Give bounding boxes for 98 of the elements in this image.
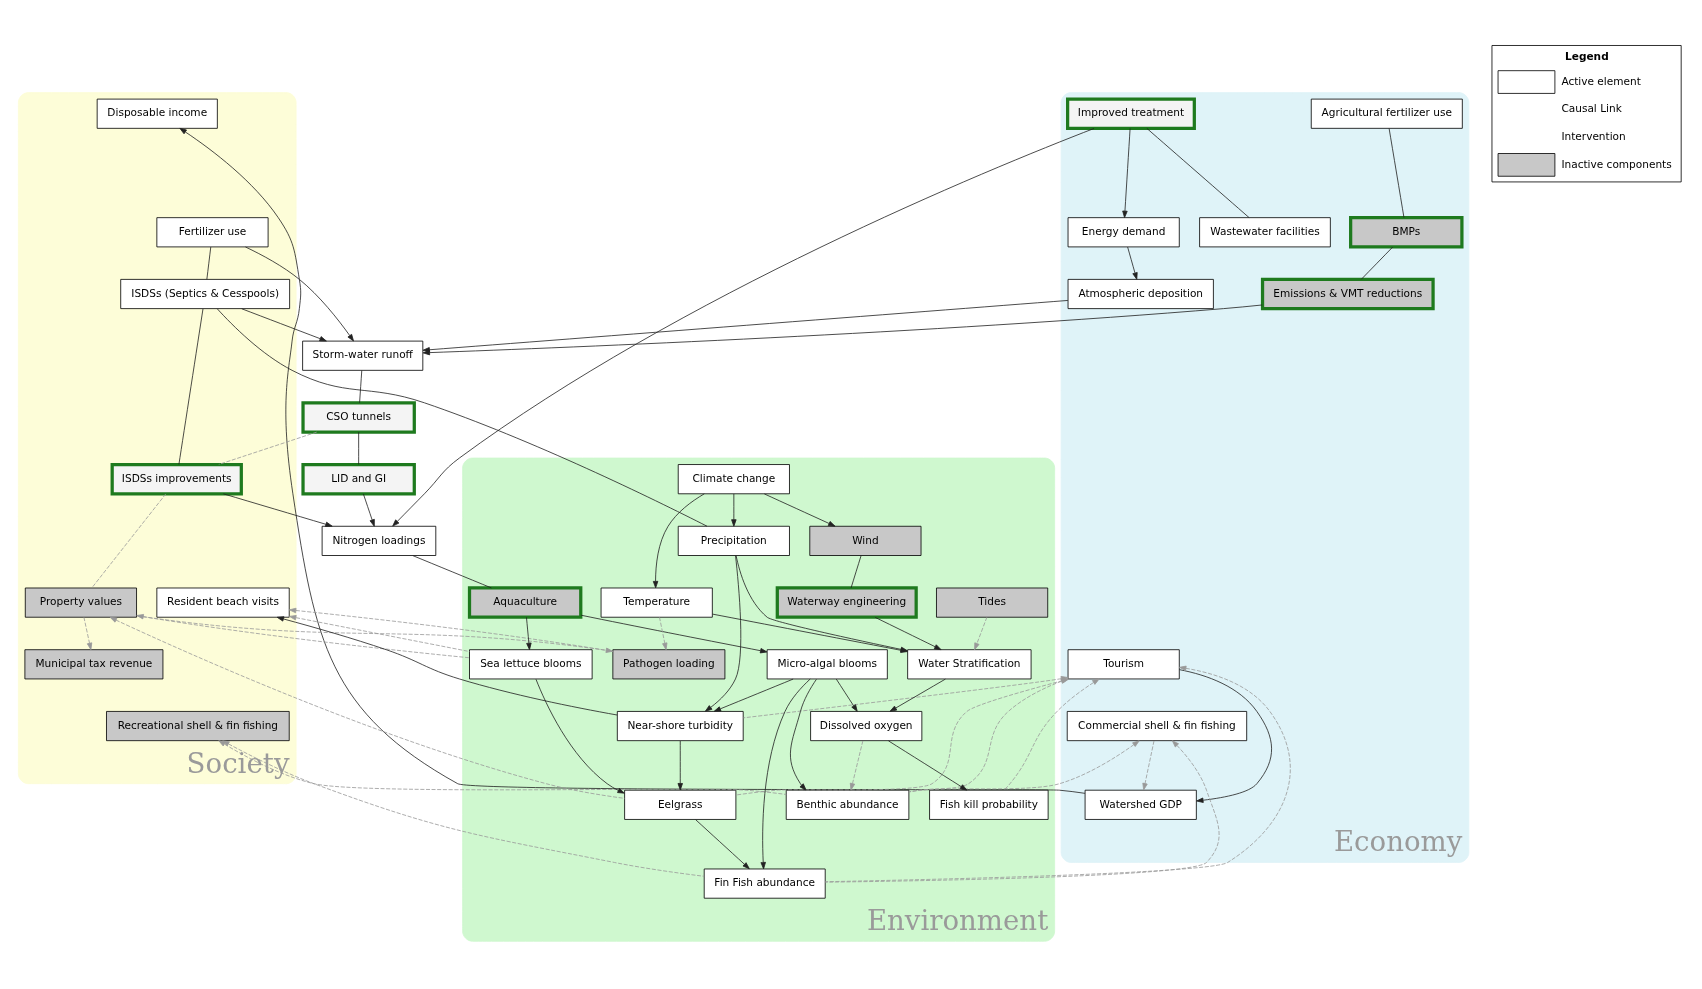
node-box: Wind [809, 525, 922, 556]
node-box: Fin Fish abundance [703, 868, 826, 899]
arrow [276, 615, 618, 715]
connector [178, 308, 204, 465]
arrow [888, 739, 968, 791]
arrow [218, 739, 787, 795]
node-box: Benthic abundance [785, 789, 910, 820]
connector [1146, 127, 1250, 218]
node-box: ISDSs (Septics & Cesspools) [120, 278, 291, 309]
node-box: Watershed GDP [1084, 789, 1197, 820]
arrow [1142, 740, 1155, 790]
node-box: Wastewater facilities [1199, 216, 1331, 247]
arrow [222, 739, 705, 877]
arrow [83, 616, 93, 650]
node-box: Municipal tax revenue [24, 648, 164, 679]
arrow [289, 614, 470, 652]
arrow [223, 492, 333, 527]
node-box: Pathogen loading [612, 648, 726, 679]
node-box: Property values [24, 587, 137, 618]
node-box: Near-shore turbidity [616, 710, 744, 741]
arrow [136, 613, 470, 658]
node-box: BMPs [1349, 215, 1464, 249]
arrow [889, 678, 946, 712]
connector [216, 307, 708, 527]
connector [1360, 246, 1394, 280]
arrow [835, 678, 858, 712]
legend-label: Causal Link [1561, 101, 1622, 114]
node-box: Nitrogen loadings [321, 525, 437, 556]
arrow [763, 493, 836, 527]
node-box: Sea lettuce blooms [469, 648, 593, 679]
arrow [179, 127, 1086, 794]
node-box: Precipitation [677, 525, 790, 556]
arrow [731, 493, 737, 527]
node-box: Resident beach visits [156, 587, 290, 618]
arrow [825, 665, 1291, 882]
arrow [849, 740, 864, 790]
node-box: Agricultural fertilizer use [1310, 98, 1463, 129]
node-box: Energy demand [1067, 216, 1180, 247]
connector [412, 554, 492, 588]
arrow [392, 127, 1095, 526]
node-box: Fertilizer use [156, 216, 269, 247]
node-box: Aquaculture [467, 585, 583, 619]
legend-label: Active element [1561, 74, 1641, 87]
node-box: Improved treatment [1066, 96, 1196, 130]
node-box: Tourism [1067, 648, 1180, 679]
arrow [245, 246, 354, 341]
node-box: Atmospheric deposition [1067, 278, 1214, 309]
connector [206, 246, 212, 280]
arrow [241, 307, 327, 341]
arrow [695, 818, 750, 869]
node-box: Climate change [677, 463, 790, 494]
label: Legend [1565, 49, 1609, 62]
arrow [1127, 246, 1138, 280]
connector [91, 493, 167, 588]
node-box: Tides [936, 587, 1049, 618]
arrow [1122, 127, 1131, 218]
arrow [422, 299, 1069, 352]
node-box: Recreational shell & fin fishing [106, 710, 290, 741]
node-box: Micro-algal blooms [766, 648, 888, 679]
node-box: Disposable income [96, 98, 218, 129]
arrow [109, 616, 625, 799]
arrow [704, 554, 742, 712]
node-box: Commercial shell & fin fishing [1066, 710, 1248, 741]
arrow [652, 492, 705, 588]
node-box: Emissions & VMT reductions [1260, 277, 1435, 310]
node-box: Waterway engineering [775, 585, 918, 619]
node-box: Eelgrass [624, 789, 737, 820]
node-box: Fish kill probability [929, 789, 1049, 820]
arrow [974, 616, 988, 650]
connector [850, 554, 862, 588]
arrow [1178, 668, 1272, 803]
node-box: Dissolved oxygen [810, 710, 923, 741]
arrow [136, 614, 614, 653]
connector [218, 431, 318, 465]
arrow [580, 614, 768, 653]
arrow [713, 678, 794, 712]
arrow [289, 607, 614, 652]
arrow [362, 493, 375, 527]
arrow [677, 740, 683, 790]
connector [1388, 127, 1405, 218]
node-box: ISDSs improvements [110, 462, 243, 495]
node-box: LID and GI [301, 462, 416, 495]
arrow [526, 616, 532, 650]
node-box: Temperature [600, 587, 713, 618]
node-box: CSO tunnels [301, 400, 416, 434]
legend-label: Inactive components [1561, 157, 1672, 170]
arrow [535, 678, 625, 794]
legend-label: Intervention [1561, 129, 1626, 142]
connector [358, 431, 360, 465]
arrow [760, 678, 811, 869]
connector [359, 369, 363, 403]
arrow [790, 678, 817, 790]
node-box: Storm-water runoff [302, 340, 424, 371]
node-box: Water Stratification [907, 648, 1032, 679]
arrow [908, 739, 1140, 792]
arrow [422, 304, 1263, 355]
arrow [659, 616, 668, 650]
arrow [824, 739, 1220, 883]
